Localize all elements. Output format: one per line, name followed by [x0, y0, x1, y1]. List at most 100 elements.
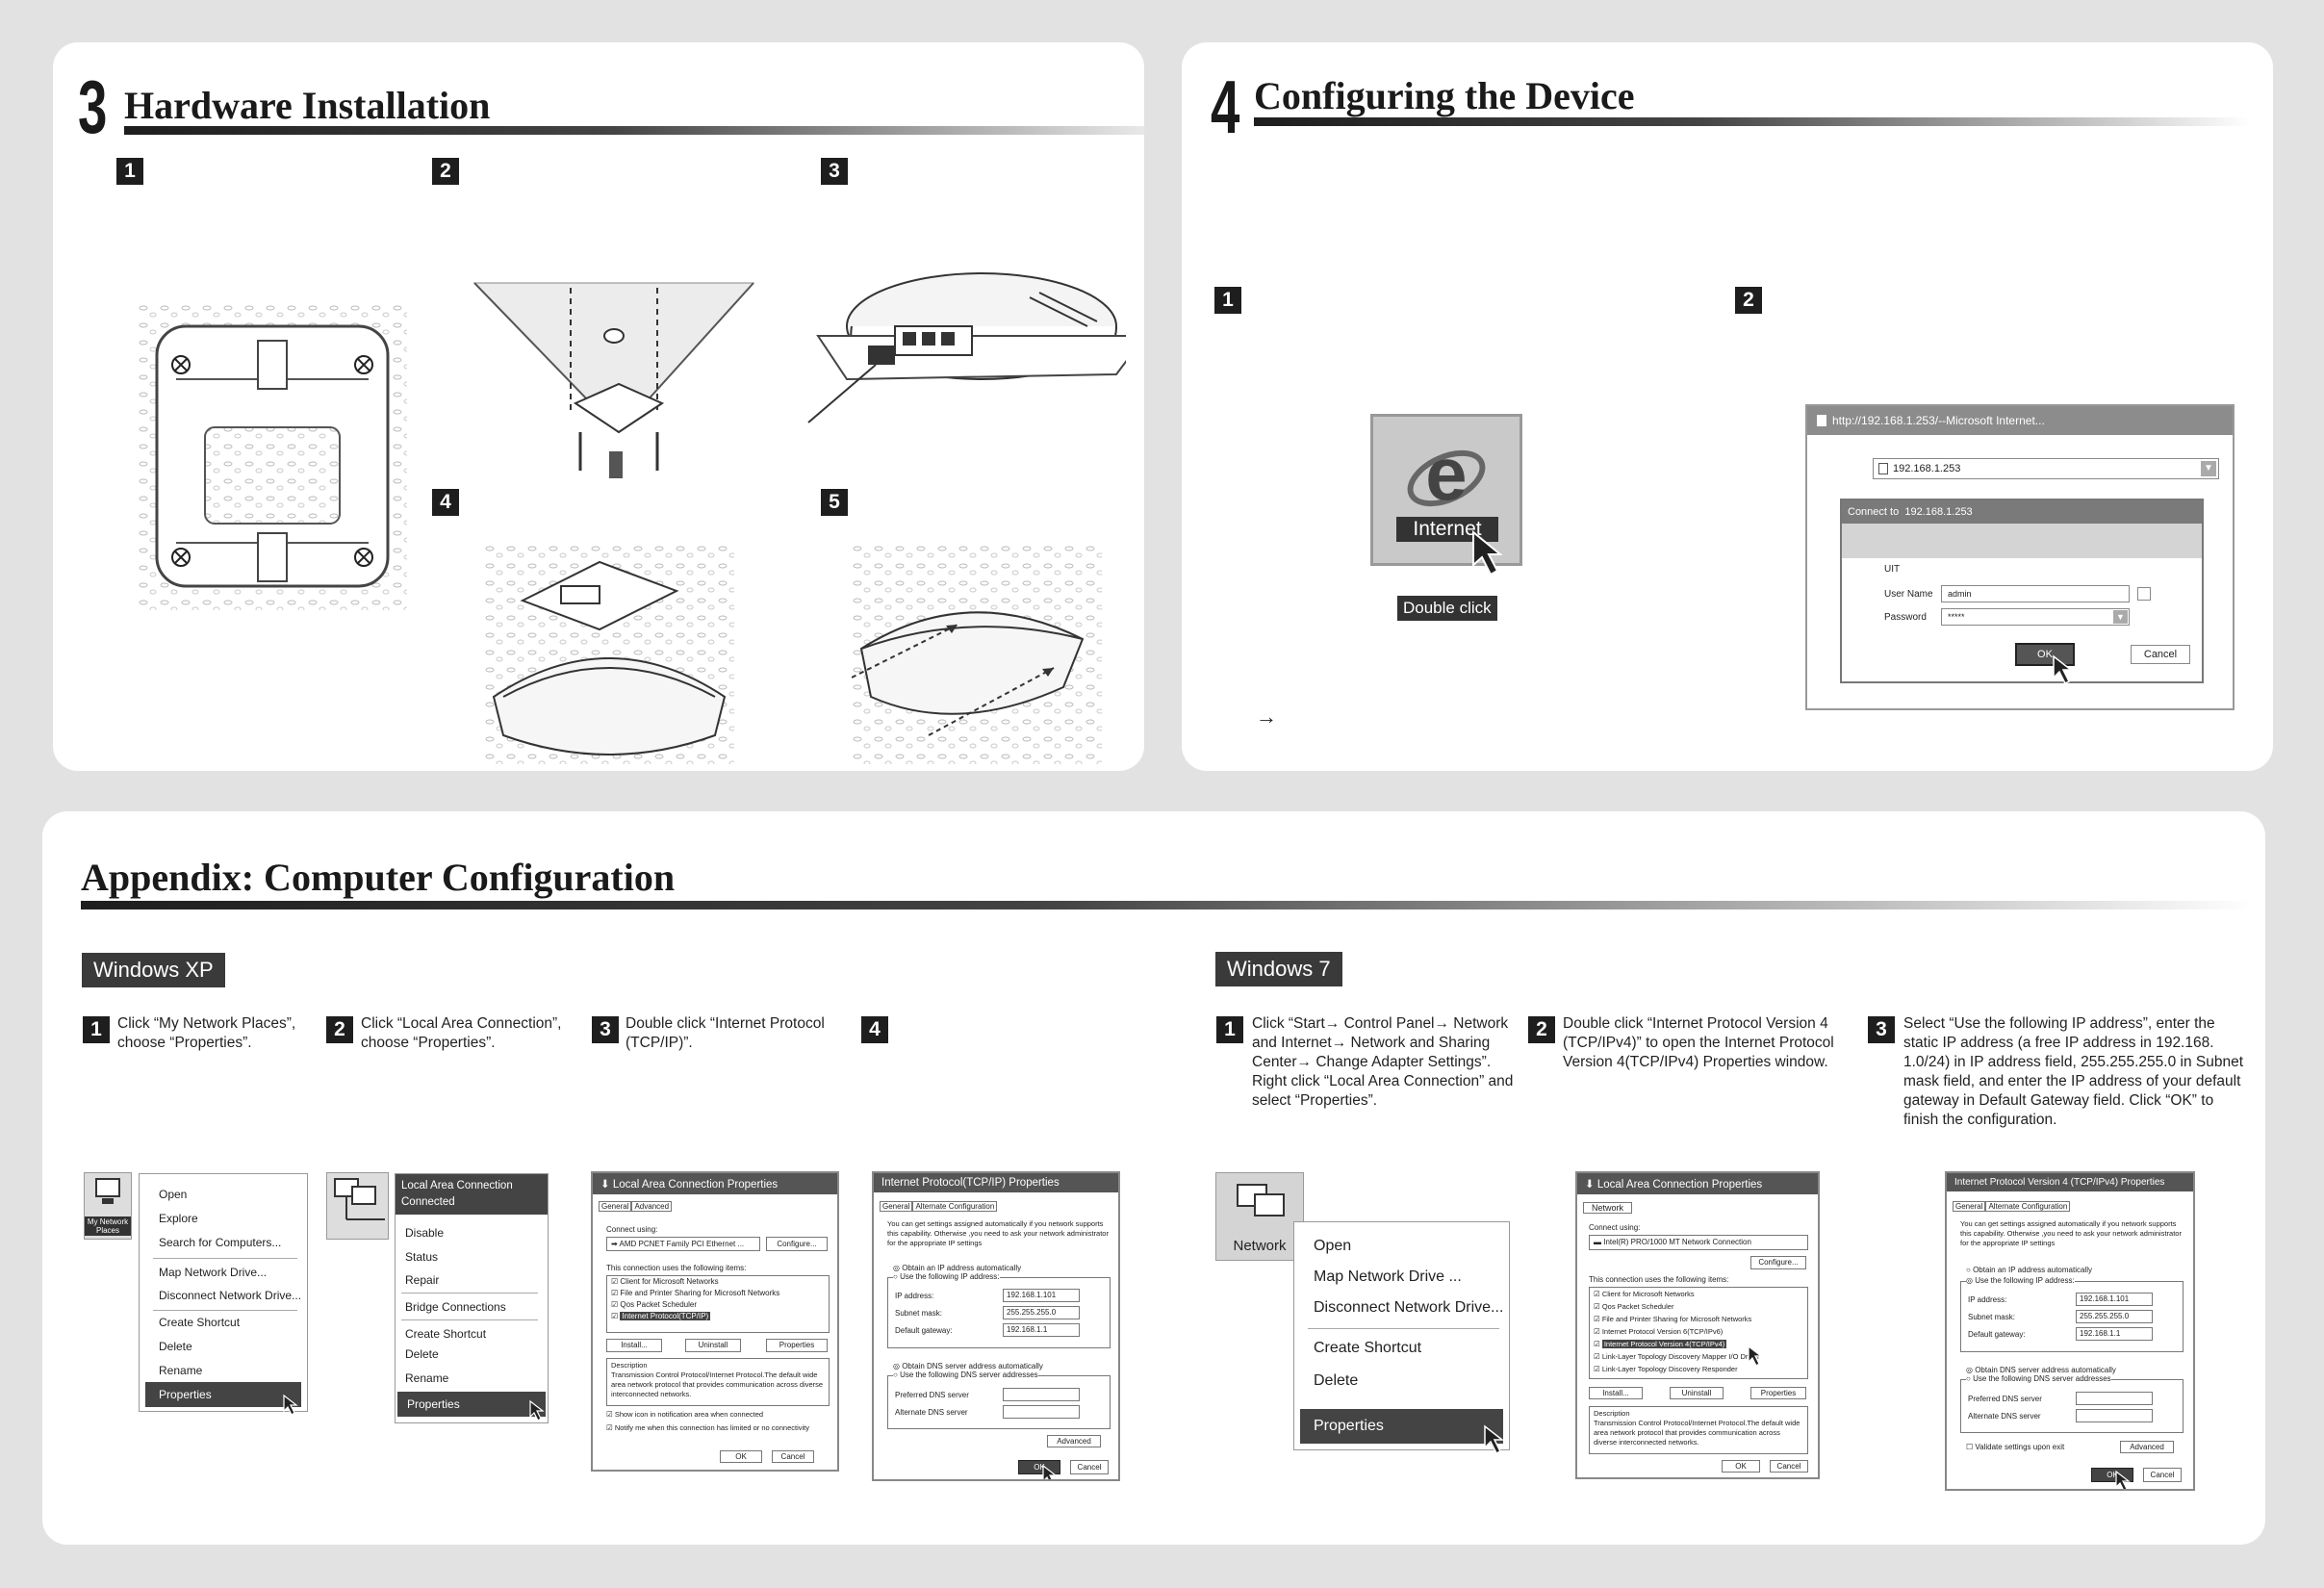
cancel-button[interactable]: Cancel [772, 1450, 814, 1463]
uninstall-button[interactable]: Uninstall [1670, 1387, 1724, 1399]
mask-label: Subnet mask: [895, 1309, 942, 1318]
uninstall-button[interactable]: Uninstall [685, 1339, 741, 1352]
menu-item-properties[interactable]: Properties [397, 1392, 546, 1417]
menu-item-rename[interactable]: Rename [159, 1364, 203, 1377]
address-bar[interactable]: 192.168.1.253 ▼ [1873, 458, 2219, 479]
list-item[interactable]: ☑ Link-Layer Topology Discovery Mapper I… [1594, 1352, 1760, 1361]
menu-item-status[interactable]: Status [405, 1250, 439, 1264]
menu-item-delete[interactable]: Delete [159, 1340, 192, 1353]
tab-general[interactable]: General [599, 1201, 632, 1212]
install-button[interactable]: Install... [606, 1339, 662, 1352]
list-item[interactable]: ☑ Qos Packet Scheduler [1594, 1302, 1674, 1311]
show-icon-checkbox[interactable]: ☑ Show icon in notification area when co… [606, 1410, 764, 1419]
tab-general[interactable]: General [1953, 1201, 1986, 1212]
menu-item-repair[interactable]: Repair [405, 1273, 440, 1287]
ip-field[interactable]: 192.168.1.101 [1003, 1289, 1080, 1302]
menu-item-create-shortcut[interactable]: Create Shortcut [405, 1327, 487, 1341]
menu-item-disconnect-drive[interactable]: Disconnect Network Drive... [159, 1289, 302, 1302]
menu-item-map-drive[interactable]: Map Network Drive ... [1314, 1268, 1462, 1285]
dropdown-arrow-icon[interactable]: ▼ [2113, 610, 2128, 624]
menu-item-disable[interactable]: Disable [405, 1226, 445, 1240]
browser-title-bar: http://192.168.1.253/--Microsoft Interne… [1807, 406, 2233, 435]
menu-item-open[interactable]: Open [159, 1188, 188, 1201]
menu-item-open[interactable]: Open [1314, 1238, 1352, 1254]
menu-item-map-drive[interactable]: Map Network Drive... [159, 1266, 268, 1279]
dropdown-arrow-icon[interactable]: ▼ [2201, 461, 2216, 476]
menu-item-bridge[interactable]: Bridge Connections [405, 1300, 506, 1314]
list-item[interactable]: ☑ File and Printer Sharing for Microsoft… [611, 1289, 780, 1297]
list-item[interactable]: ☑ Client for Microsoft Networks [611, 1277, 719, 1286]
internet-shortcut[interactable]: e Internet [1370, 414, 1522, 576]
network-icon[interactable]: Network [1215, 1172, 1304, 1261]
ok-button[interactable]: OK [720, 1450, 762, 1463]
list-item[interactable]: ☑ Link-Layer Topology Discovery Responde… [1594, 1365, 1738, 1373]
pref-dns-field[interactable] [1003, 1388, 1080, 1401]
radio-use-dns[interactable]: ○ Use the following DNS server addresses [893, 1370, 1038, 1379]
user-picker-icon[interactable] [2137, 587, 2151, 601]
list-item[interactable]: ☑ File and Printer Sharing for Microsoft… [1594, 1315, 1752, 1323]
list-item[interactable]: ☑ Internet Protocol Version 6(TCP/IPv6) [1594, 1327, 1724, 1336]
menu-item-create-shortcut[interactable]: Create Shortcut [159, 1316, 241, 1329]
my-network-places-icon[interactable]: My Network Places [84, 1172, 132, 1240]
cancel-button[interactable]: Cancel [2131, 645, 2190, 664]
menu-item-create-shortcut[interactable]: Create Shortcut [1314, 1340, 1422, 1356]
configure-button[interactable]: Configure... [766, 1237, 828, 1251]
password-input[interactable]: ***** ▼ [1941, 608, 2130, 626]
ok-button[interactable]: OK [2015, 643, 2075, 666]
window-title-bar: ⬇ Local Area Connection Properties [593, 1173, 837, 1194]
radio-obtain-ip[interactable]: ○ Obtain an IP address automatically [1966, 1266, 2092, 1274]
user-name-input[interactable]: admin [1941, 585, 2130, 602]
ip-field[interactable]: 192.168.1.101 [2076, 1293, 2153, 1306]
step-number: 2 [326, 1016, 353, 1043]
menu-separator [153, 1258, 297, 1259]
mask-field[interactable]: 255.255.255.0 [1003, 1306, 1080, 1319]
properties-button[interactable]: Properties [1750, 1387, 1806, 1399]
radio-obtain-dns[interactable]: ◎ Obtain DNS server address automaticall… [1966, 1366, 2116, 1374]
radio-obtain-dns[interactable]: ◎ Obtain DNS server address automaticall… [893, 1362, 1043, 1370]
cancel-button[interactable]: Cancel [1770, 1460, 1808, 1473]
pref-dns-field[interactable] [2076, 1392, 2153, 1405]
cancel-button[interactable]: Cancel [1070, 1460, 1109, 1474]
menu-item-properties[interactable]: Properties [145, 1382, 301, 1407]
menu-item-delete[interactable]: Delete [405, 1347, 439, 1361]
tab-network[interactable]: Network [1583, 1202, 1633, 1214]
list-item[interactable]: ☑ Qos Packet Scheduler [611, 1300, 698, 1309]
menu-item-disconnect-drive[interactable]: Disconnect Network Drive... [1314, 1299, 1504, 1316]
validate-checkbox[interactable]: ☐ Validate settings upon exit [1966, 1443, 2065, 1451]
notify-checkbox[interactable]: ☑ Notify me when this connection has lim… [606, 1423, 809, 1432]
list-item-selected[interactable]: ☑ Internet Protocol(TCP/IP) [611, 1312, 711, 1320]
radio-use-ip[interactable]: ◎ Use the following IP address: [1966, 1276, 2075, 1285]
pref-dns-label: Preferred DNS server [1968, 1395, 2042, 1403]
radio-use-ip[interactable]: ○ Use the following IP address: [893, 1272, 1000, 1281]
menu-item-rename[interactable]: Rename [405, 1371, 449, 1385]
advanced-button[interactable]: Advanced [1047, 1435, 1101, 1447]
title-rule [1254, 117, 2250, 126]
mask-field[interactable]: 255.255.255.0 [2076, 1310, 2153, 1323]
ok-button[interactable]: OK [1722, 1460, 1760, 1473]
menu-item-properties[interactable]: Properties [1300, 1409, 1503, 1444]
tab-alternate[interactable]: Alternate Configuration [1985, 1201, 2071, 1212]
cancel-button[interactable]: Cancel [2143, 1468, 2182, 1482]
local-area-connection-icon[interactable] [326, 1172, 389, 1240]
properties-button[interactable]: Properties [766, 1339, 828, 1352]
alt-dns-field[interactable] [1003, 1405, 1080, 1419]
advanced-button[interactable]: Advanced [2120, 1441, 2174, 1453]
install-button[interactable]: Install... [1589, 1387, 1643, 1399]
tab-alternate[interactable]: Alternate Configuration [912, 1201, 998, 1212]
tab-general[interactable]: General [880, 1201, 913, 1212]
tab-advanced[interactable]: Advanced [631, 1201, 673, 1212]
gateway-field[interactable]: 192.168.1.1 [1003, 1323, 1080, 1337]
configure-button[interactable]: Configure... [1750, 1256, 1806, 1269]
menu-item-search[interactable]: Search for Computers... [159, 1236, 282, 1249]
list-item-selected[interactable]: ☑ Internet Protocol Version 4(TCP/IPv4) [1594, 1340, 1727, 1348]
attach-device-illustration [484, 543, 734, 764]
menu-item-delete[interactable]: Delete [1314, 1372, 1359, 1389]
gateway-label: Default gateway: [1968, 1330, 2026, 1339]
gateway-field[interactable]: 192.168.1.1 [2076, 1327, 2153, 1341]
alt-dns-field[interactable] [2076, 1409, 2153, 1422]
menu-item-explore[interactable]: Explore [159, 1212, 198, 1225]
radio-obtain-ip[interactable]: ◎ Obtain an IP address automatically [893, 1264, 1022, 1272]
network-computer-icon [95, 1178, 120, 1204]
radio-use-dns[interactable]: ○ Use the following DNS server addresses [1966, 1374, 2111, 1383]
list-item[interactable]: ☑ Client for Microsoft Networks [1594, 1290, 1695, 1298]
